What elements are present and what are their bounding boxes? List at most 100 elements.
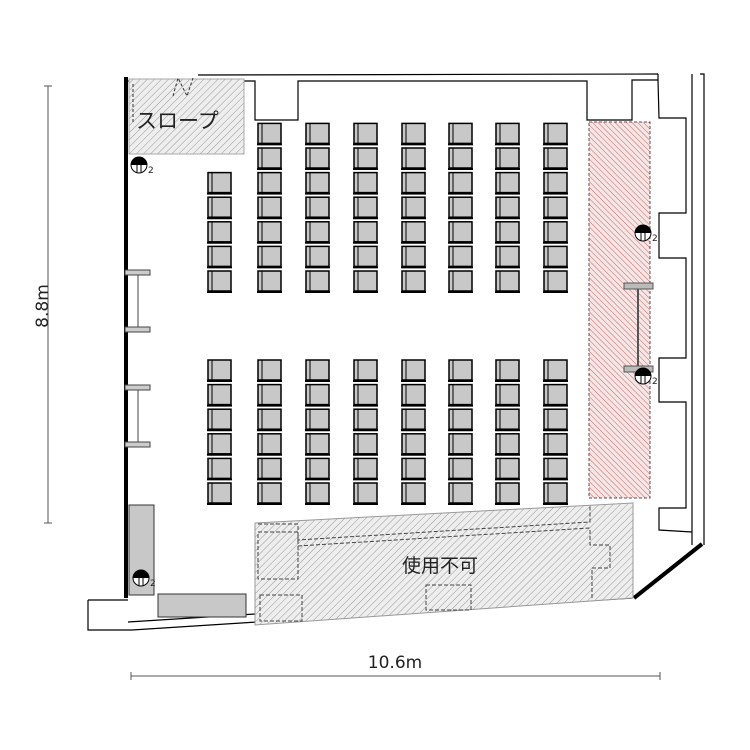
seat[interactable] bbox=[448, 383, 473, 407]
seat[interactable] bbox=[305, 171, 330, 195]
seat[interactable] bbox=[257, 433, 282, 456]
seat[interactable] bbox=[401, 122, 426, 146]
seat[interactable] bbox=[543, 482, 568, 505]
seat[interactable] bbox=[543, 122, 568, 146]
seat[interactable] bbox=[495, 270, 520, 293]
seat[interactable] bbox=[401, 457, 426, 481]
seat[interactable] bbox=[353, 270, 378, 293]
seat[interactable] bbox=[257, 383, 282, 407]
seat[interactable] bbox=[401, 270, 426, 293]
seat[interactable] bbox=[401, 221, 426, 244]
seat[interactable] bbox=[543, 457, 568, 481]
seat[interactable] bbox=[495, 457, 520, 481]
seat[interactable] bbox=[207, 196, 232, 220]
seat[interactable] bbox=[353, 122, 378, 146]
seat[interactable] bbox=[495, 221, 520, 244]
seat[interactable] bbox=[257, 457, 282, 481]
seat[interactable] bbox=[257, 171, 282, 195]
seat[interactable] bbox=[207, 433, 232, 456]
seat[interactable] bbox=[207, 457, 232, 481]
seat[interactable] bbox=[448, 196, 473, 220]
seat[interactable] bbox=[257, 245, 282, 269]
seat[interactable] bbox=[495, 408, 520, 432]
seat[interactable] bbox=[543, 433, 568, 456]
seat[interactable] bbox=[305, 383, 330, 407]
seat[interactable] bbox=[305, 196, 330, 220]
seat[interactable] bbox=[448, 433, 473, 456]
seat[interactable] bbox=[207, 383, 232, 407]
seat[interactable] bbox=[353, 408, 378, 432]
seat[interactable] bbox=[207, 270, 232, 293]
seat[interactable] bbox=[353, 359, 378, 382]
seat[interactable] bbox=[448, 221, 473, 244]
seat[interactable] bbox=[495, 245, 520, 269]
seat[interactable] bbox=[448, 270, 473, 293]
seat[interactable] bbox=[495, 171, 520, 195]
seat[interactable] bbox=[495, 122, 520, 146]
seat[interactable] bbox=[207, 245, 232, 269]
seat[interactable] bbox=[543, 408, 568, 432]
seat[interactable] bbox=[448, 359, 473, 382]
seat[interactable] bbox=[448, 147, 473, 170]
seat[interactable] bbox=[305, 359, 330, 382]
seat[interactable] bbox=[448, 122, 473, 146]
seat[interactable] bbox=[353, 245, 378, 269]
seat[interactable] bbox=[257, 359, 282, 382]
seat[interactable] bbox=[495, 147, 520, 170]
seat[interactable] bbox=[305, 457, 330, 481]
seat[interactable] bbox=[305, 433, 330, 456]
seat[interactable] bbox=[305, 408, 330, 432]
seat[interactable] bbox=[543, 359, 568, 382]
seat[interactable] bbox=[401, 433, 426, 456]
seat[interactable] bbox=[207, 171, 232, 195]
seat[interactable] bbox=[401, 147, 426, 170]
seat[interactable] bbox=[305, 245, 330, 269]
seat[interactable] bbox=[495, 383, 520, 407]
seat[interactable] bbox=[257, 147, 282, 170]
seat[interactable] bbox=[207, 408, 232, 432]
seat[interactable] bbox=[257, 482, 282, 505]
seat[interactable] bbox=[353, 383, 378, 407]
seat[interactable] bbox=[257, 221, 282, 244]
seat[interactable] bbox=[495, 433, 520, 456]
seat[interactable] bbox=[257, 122, 282, 146]
seat[interactable] bbox=[353, 147, 378, 170]
seat[interactable] bbox=[401, 245, 426, 269]
seat[interactable] bbox=[401, 482, 426, 505]
seat[interactable] bbox=[305, 270, 330, 293]
seat[interactable] bbox=[207, 359, 232, 382]
seat[interactable] bbox=[543, 270, 568, 293]
seat[interactable] bbox=[353, 171, 378, 195]
seat[interactable] bbox=[401, 359, 426, 382]
seat[interactable] bbox=[495, 196, 520, 220]
seat[interactable] bbox=[448, 171, 473, 195]
seat[interactable] bbox=[495, 359, 520, 382]
seat[interactable] bbox=[353, 221, 378, 244]
seat[interactable] bbox=[543, 171, 568, 195]
seat[interactable] bbox=[401, 383, 426, 407]
seat[interactable] bbox=[543, 147, 568, 170]
seat[interactable] bbox=[448, 457, 473, 481]
seat[interactable] bbox=[207, 482, 232, 505]
seat[interactable] bbox=[353, 196, 378, 220]
seat[interactable] bbox=[448, 482, 473, 505]
seat[interactable] bbox=[448, 245, 473, 269]
seat[interactable] bbox=[401, 408, 426, 432]
seat[interactable] bbox=[543, 221, 568, 244]
seat[interactable] bbox=[543, 383, 568, 407]
seat[interactable] bbox=[401, 171, 426, 195]
seat[interactable] bbox=[495, 482, 520, 505]
seat[interactable] bbox=[305, 482, 330, 505]
seat[interactable] bbox=[305, 122, 330, 146]
seat[interactable] bbox=[305, 147, 330, 170]
seat[interactable] bbox=[305, 221, 330, 244]
seat[interactable] bbox=[257, 408, 282, 432]
seat[interactable] bbox=[401, 196, 426, 220]
seat[interactable] bbox=[353, 433, 378, 456]
seat[interactable] bbox=[353, 457, 378, 481]
seat[interactable] bbox=[543, 245, 568, 269]
seat[interactable] bbox=[257, 270, 282, 293]
seat[interactable] bbox=[207, 221, 232, 244]
seat[interactable] bbox=[353, 482, 378, 505]
seat[interactable] bbox=[448, 408, 473, 432]
